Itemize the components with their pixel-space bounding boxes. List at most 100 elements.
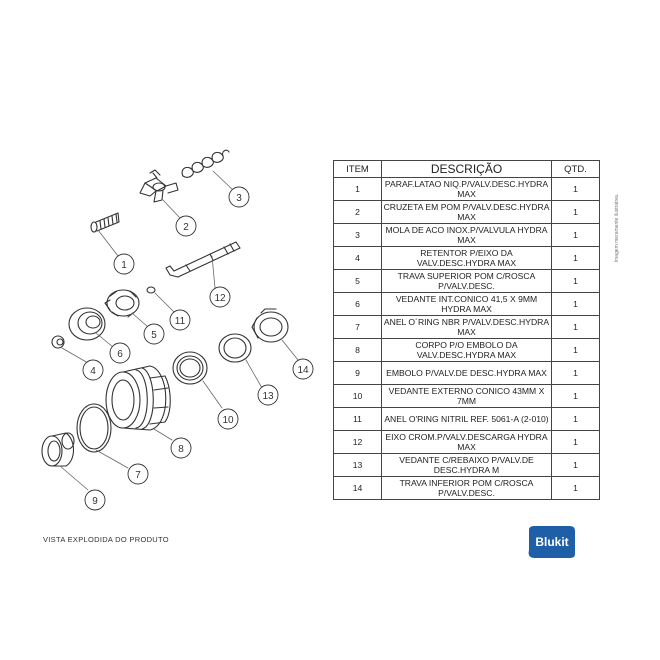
cell-quantity: 1 xyxy=(551,384,600,408)
cell-item: 6 xyxy=(333,292,382,316)
cell-quantity: 1 xyxy=(551,223,600,247)
cell-quantity: 1 xyxy=(551,430,600,454)
cell-item: 13 xyxy=(333,453,382,477)
cell-quantity: 1 xyxy=(551,177,600,201)
cell-quantity: 1 xyxy=(551,476,600,500)
callout-4-label: 4 xyxy=(90,366,96,377)
logo-text: Blukit xyxy=(535,535,568,549)
cell-description: CORPO P/O EMBOLO DA VALV.DESC.HYDRA MAX xyxy=(381,338,552,362)
cell-description: TRAVA SUPERIOR POM C/ROSCA P/VALV.DESC. xyxy=(381,269,552,293)
blukit-logo: Blukit xyxy=(528,526,575,558)
cell-quantity: 1 xyxy=(551,453,600,477)
callout-2-label: 2 xyxy=(183,222,189,233)
part-screw xyxy=(90,212,120,233)
cell-item: 5 xyxy=(333,269,382,293)
part-plunger xyxy=(41,432,75,467)
cell-item: 4 xyxy=(333,246,382,270)
cell-description: VEDANTE EXTERNO CONICO 43MM X 7MM xyxy=(381,384,552,408)
callout-10: 10 xyxy=(217,408,239,430)
leader-lines xyxy=(59,170,299,491)
header-quantity: QTD. xyxy=(551,160,600,178)
illustrative-note: Imagem meramente ilustrativa. xyxy=(614,193,620,263)
part-inner-seal xyxy=(68,307,106,341)
part-outer-seal xyxy=(172,351,208,385)
cell-item: 1 xyxy=(333,177,382,201)
cell-description: TRAVA INFERIOR POM C/ROSCA P/VALV.DESC. xyxy=(381,476,552,500)
part-small-oring xyxy=(146,286,156,294)
cell-description: CRUZETA EM POM P/VALV.DESC.HYDRA MAX xyxy=(381,200,552,224)
cell-description: RETENTOR P/EIXO DA VALV.DESC.HYDRA MAX xyxy=(381,246,552,270)
callout-1: 1 xyxy=(113,253,135,275)
cell-quantity: 1 xyxy=(551,361,600,385)
callout-6-label: 6 xyxy=(117,349,123,360)
cell-description: VEDANTE C/REBAIXO P/VALV.DE DESC.HYDRA M xyxy=(381,453,552,477)
callout-3: 3 xyxy=(228,186,250,208)
part-bottom-lock xyxy=(251,308,289,343)
cell-item: 10 xyxy=(333,384,382,408)
cell-description: EMBOLO P/VALV.DE DESC.HYDRA MAX xyxy=(381,361,552,385)
cell-item: 14 xyxy=(333,476,382,500)
callout-14: 14 xyxy=(292,358,314,380)
callout-14-label: 14 xyxy=(297,365,309,376)
cell-item: 11 xyxy=(333,407,382,431)
part-recess-seal xyxy=(218,333,252,363)
cell-description: PARAF.LATAO NIQ.P/VALV.DESC.HYDRA MAX xyxy=(381,177,552,201)
callout-4: 4 xyxy=(82,359,104,381)
callout-13: 13 xyxy=(257,384,279,406)
exploded-view-caption: VISTA EXPLODIDA DO PRODUTO xyxy=(43,535,169,544)
part-large-oring xyxy=(76,403,112,453)
cell-quantity: 1 xyxy=(551,292,600,316)
cell-description: ANEL O'RING NITRIL REF. 5061-A (2-010) xyxy=(381,407,552,431)
callout-5: 5 xyxy=(143,323,165,345)
callout-7: 7 xyxy=(127,463,149,485)
part-shaft xyxy=(165,241,241,278)
part-top-lock xyxy=(104,289,140,318)
callout-8: 8 xyxy=(170,437,192,459)
header-description: DESCRIÇÃO xyxy=(381,160,552,178)
cell-item: 3 xyxy=(333,223,382,247)
cell-quantity: 1 xyxy=(551,269,600,293)
cell-quantity: 1 xyxy=(551,315,600,339)
cell-item: 2 xyxy=(333,200,382,224)
cell-item: 12 xyxy=(333,430,382,454)
callout-6: 6 xyxy=(109,342,131,364)
callout-3-label: 3 xyxy=(236,193,242,204)
callout-11-label: 11 xyxy=(175,316,186,327)
callout-9: 9 xyxy=(84,489,106,511)
cell-item: 9 xyxy=(333,361,382,385)
cell-quantity: 1 xyxy=(551,338,600,362)
callout-9-label: 9 xyxy=(92,496,98,507)
cell-description: ANEL O´RING NBR P/VALV.DESC.HYDRA MAX xyxy=(381,315,552,339)
cell-description: MOLA DE ACO INOX.P/VALVULA HYDRA MAX xyxy=(381,223,552,247)
callout-13-label: 13 xyxy=(262,391,274,402)
cell-quantity: 1 xyxy=(551,407,600,431)
part-body xyxy=(105,365,171,431)
callout-11: 11 xyxy=(169,309,191,331)
part-cross-nut xyxy=(139,169,179,203)
cell-description: EIXO CROM.P/VALV.DESCARGA HYDRA MAX xyxy=(381,430,552,454)
parts-table-header: ITEM DESCRIÇÃO QTD. xyxy=(333,160,600,178)
part-retainer xyxy=(51,335,65,349)
callout-2: 2 xyxy=(175,215,197,237)
cell-description: VEDANTE INT.CONICO 41,5 X 9MM HYDRA MAX xyxy=(381,292,552,316)
callout-12: 12 xyxy=(209,286,231,308)
part-spring xyxy=(181,149,230,178)
callout-12-label: 12 xyxy=(214,293,226,304)
callout-8-label: 8 xyxy=(178,444,184,455)
callout-7-label: 7 xyxy=(135,470,141,481)
cell-item: 8 xyxy=(333,338,382,362)
